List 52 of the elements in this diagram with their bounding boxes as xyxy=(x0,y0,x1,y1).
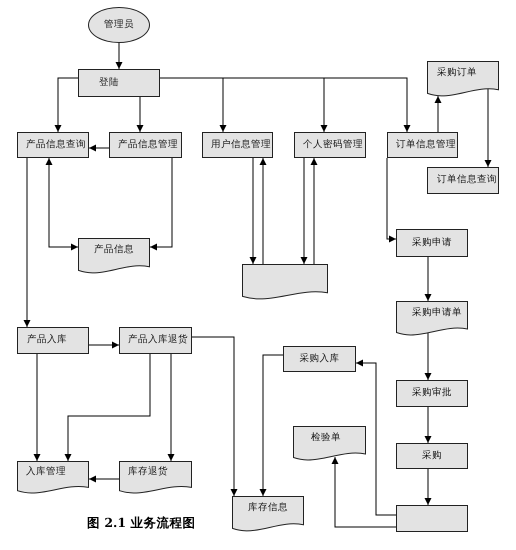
arrow xyxy=(424,256,432,302)
document-shape: 检验单 xyxy=(293,426,366,461)
arrow xyxy=(424,468,432,506)
arrow xyxy=(192,336,238,496)
arrow xyxy=(88,144,110,152)
arrow xyxy=(168,354,174,462)
process-box: 登陆 xyxy=(78,69,160,97)
arrow xyxy=(24,158,30,328)
arrow xyxy=(160,78,410,132)
document-shape: 入库管理 xyxy=(17,461,89,494)
arrow xyxy=(250,158,256,264)
double-arrow xyxy=(46,158,78,250)
document-shape xyxy=(242,264,328,300)
arrow xyxy=(54,78,78,132)
process-box: 个人密码管理 xyxy=(294,132,366,158)
arrow xyxy=(260,354,284,496)
process-box: 用户信息管理 xyxy=(202,132,273,158)
arrow xyxy=(88,342,120,348)
arrow xyxy=(484,88,492,168)
process-box: 采购申请 xyxy=(396,229,468,257)
arrow xyxy=(356,360,396,516)
process-box: 产品信息查询 xyxy=(17,132,89,158)
arrow xyxy=(64,354,150,462)
process-box: 订单信息管理 xyxy=(387,132,458,158)
arrow xyxy=(424,406,432,444)
arrow xyxy=(136,96,144,132)
process-box: 采购审批 xyxy=(396,380,468,407)
arrow xyxy=(34,354,40,462)
process-box: 订单信息查询 xyxy=(427,167,499,194)
arrow xyxy=(310,158,318,264)
arrow xyxy=(260,158,266,264)
process-box: 产品信息管理 xyxy=(109,132,182,158)
process-box: 采购 xyxy=(396,443,468,469)
process-box: 产品入库 xyxy=(17,327,89,354)
start-ellipse: 管理员 xyxy=(88,7,150,43)
process-box xyxy=(396,505,468,532)
arrow xyxy=(150,158,172,250)
arrow xyxy=(116,42,122,70)
document-shape: 库存退货 xyxy=(119,461,192,494)
document-shape: 采购申请单 xyxy=(396,301,468,336)
process-box: 产品入库退货 xyxy=(119,327,192,354)
process-box: 采购入库 xyxy=(283,346,356,372)
document-shape: 库存信息 xyxy=(232,496,304,532)
arrow xyxy=(424,332,432,380)
arrow xyxy=(88,476,120,482)
caption: 图 2.1 业务流程图 xyxy=(87,515,196,532)
arrow xyxy=(386,158,396,242)
arrow xyxy=(332,456,396,528)
document-shape: 产品信息 xyxy=(78,238,150,274)
arrow xyxy=(434,96,442,132)
arrow xyxy=(300,158,308,264)
document-shape: 采购订单 xyxy=(427,61,499,97)
